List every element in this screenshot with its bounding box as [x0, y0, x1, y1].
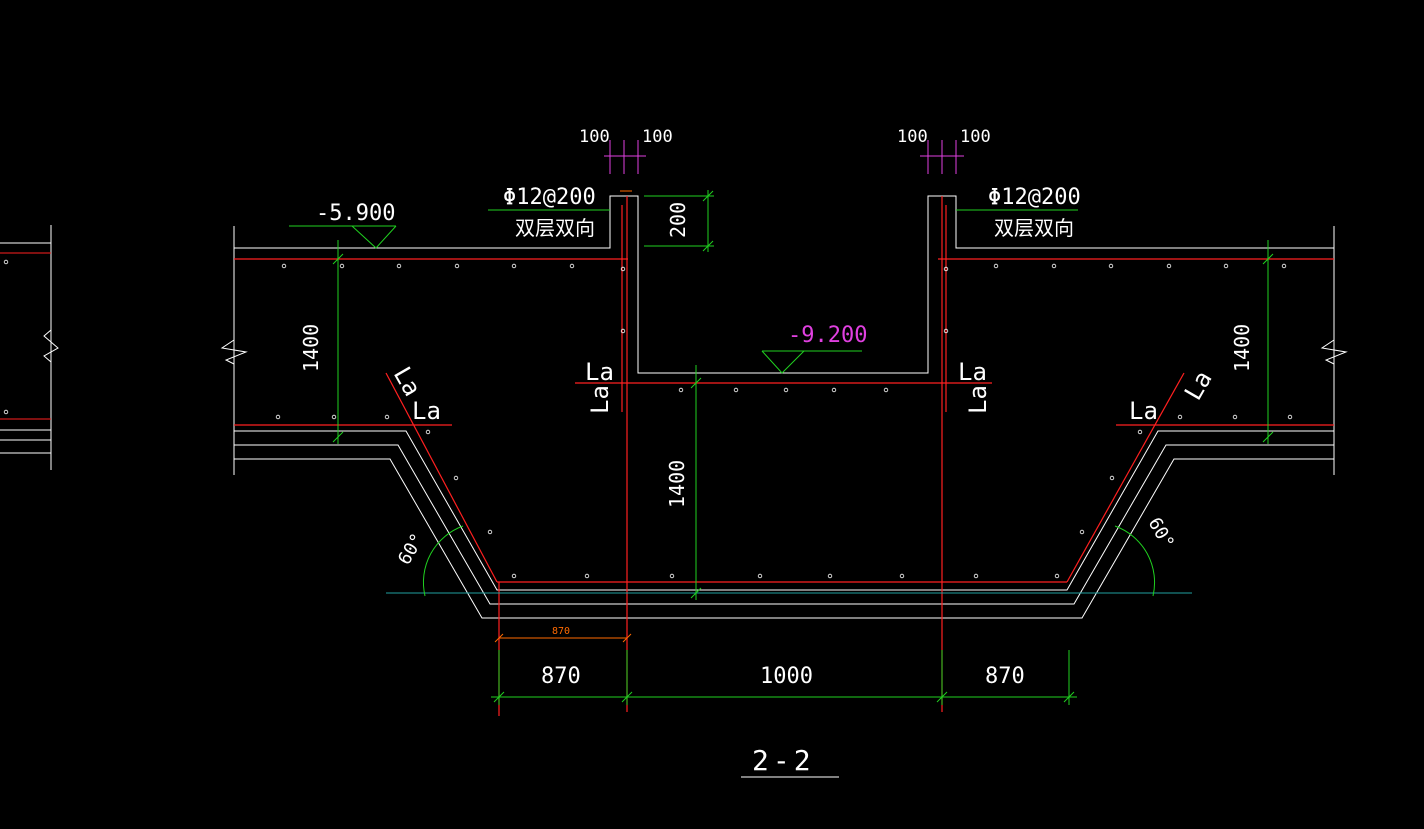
- dim-bottom-left: 870: [541, 664, 581, 689]
- rebar-dot: [1232, 414, 1238, 420]
- rebar-spec-right: Φ12@200: [988, 185, 1081, 210]
- rebar-dot: [396, 263, 402, 269]
- rebar-dot: [1109, 475, 1115, 481]
- rebar-note-right: 双层双向: [994, 217, 1074, 240]
- la-left-slope: La: [388, 362, 427, 401]
- la-left-horiz: La: [412, 397, 441, 425]
- rebar-dot: [1177, 414, 1183, 420]
- dim-lip: 200: [666, 202, 690, 238]
- rebar-dot: [339, 263, 345, 269]
- wall-right-thk-b: 100: [960, 127, 991, 147]
- rebar-dot: [1223, 263, 1229, 269]
- la-right-wall-h: La: [958, 358, 987, 386]
- rebar-dot: [883, 387, 889, 393]
- level-top-left: -5.900: [316, 201, 395, 226]
- ground-line: [386, 525, 1192, 597]
- rebar-dot: [454, 263, 460, 269]
- rebar-dot: [3, 259, 9, 265]
- la-right-horiz: La: [1129, 397, 1158, 425]
- rebar-dot: [3, 409, 9, 415]
- wall-left-thk-a: 100: [579, 127, 610, 147]
- rebar-dot: [487, 529, 493, 535]
- rebar-dot: [993, 263, 999, 269]
- left-fragment: [0, 225, 59, 470]
- rebar-dot: [943, 328, 949, 334]
- rebar-dot: [620, 328, 626, 334]
- concrete-outline: [220, 195, 1348, 619]
- level-pit-bottom: -9.200: [788, 323, 867, 348]
- rebar-dot: [1079, 529, 1085, 535]
- rebar-dot: [331, 414, 337, 420]
- dim-slab-right: 1400: [1230, 324, 1254, 372]
- wall-left-thk-b: 100: [642, 127, 673, 147]
- small-dimension: [494, 190, 632, 643]
- rebar-dot: [757, 573, 763, 579]
- section-label: 2-2: [752, 744, 815, 777]
- rebar-spec-left: Φ12@200: [503, 185, 596, 210]
- dim-slab-left: 1400: [299, 324, 323, 372]
- rebar-dot: [973, 573, 979, 579]
- dim-pit-depth: 1400: [665, 460, 689, 508]
- dim-bottom-mid: 1000: [760, 664, 813, 689]
- rebar-dot: [1108, 263, 1114, 269]
- rebar-dot: [275, 414, 281, 420]
- rebar-dot: [569, 263, 575, 269]
- rebar-dot: [678, 387, 684, 393]
- rebar-dot: [1054, 573, 1060, 579]
- rebar-dots: [3, 259, 1293, 579]
- rebar-dot: [384, 414, 390, 420]
- rebar-dot: [669, 573, 675, 579]
- rebar-lines: [234, 196, 1334, 716]
- wall-thickness-marks: [604, 140, 964, 174]
- rebar-dot: [584, 573, 590, 579]
- rebar-dot: [831, 387, 837, 393]
- la-left-wall-v: La: [586, 385, 614, 414]
- wall-right-thk-a: 100: [897, 127, 928, 147]
- rebar-note-left: 双层双向: [515, 217, 595, 240]
- rebar-dot: [1166, 263, 1172, 269]
- rebar-dot: [1281, 263, 1287, 269]
- rebar-dot: [425, 429, 431, 435]
- dim-bottom-right: 870: [985, 664, 1025, 689]
- dimension-lines: [289, 190, 1274, 705]
- rebar-dot: [511, 263, 517, 269]
- rebar-dot: [733, 387, 739, 393]
- la-right-slope: La: [1179, 366, 1218, 405]
- angle-left: 60°: [394, 530, 428, 569]
- rebar-dot: [943, 266, 949, 272]
- rebar-dot: [453, 475, 459, 481]
- pit-level-symbol: [761, 350, 862, 374]
- rebar-dot: [1287, 414, 1293, 420]
- rebar-dot: [827, 573, 833, 579]
- angle-right: 60°: [1144, 514, 1178, 553]
- rebar-dot: [620, 266, 626, 272]
- rebar-dot: [1137, 429, 1143, 435]
- rebar-dot: [511, 573, 517, 579]
- la-left-wall-h: La: [585, 358, 614, 386]
- rebar-dot: [1051, 263, 1057, 269]
- la-right-wall-v: La: [964, 385, 992, 414]
- rebar-dot: [281, 263, 287, 269]
- rebar-dot: [783, 387, 789, 393]
- dim-small-bottom: 870: [552, 626, 570, 637]
- rebar-dot: [899, 573, 905, 579]
